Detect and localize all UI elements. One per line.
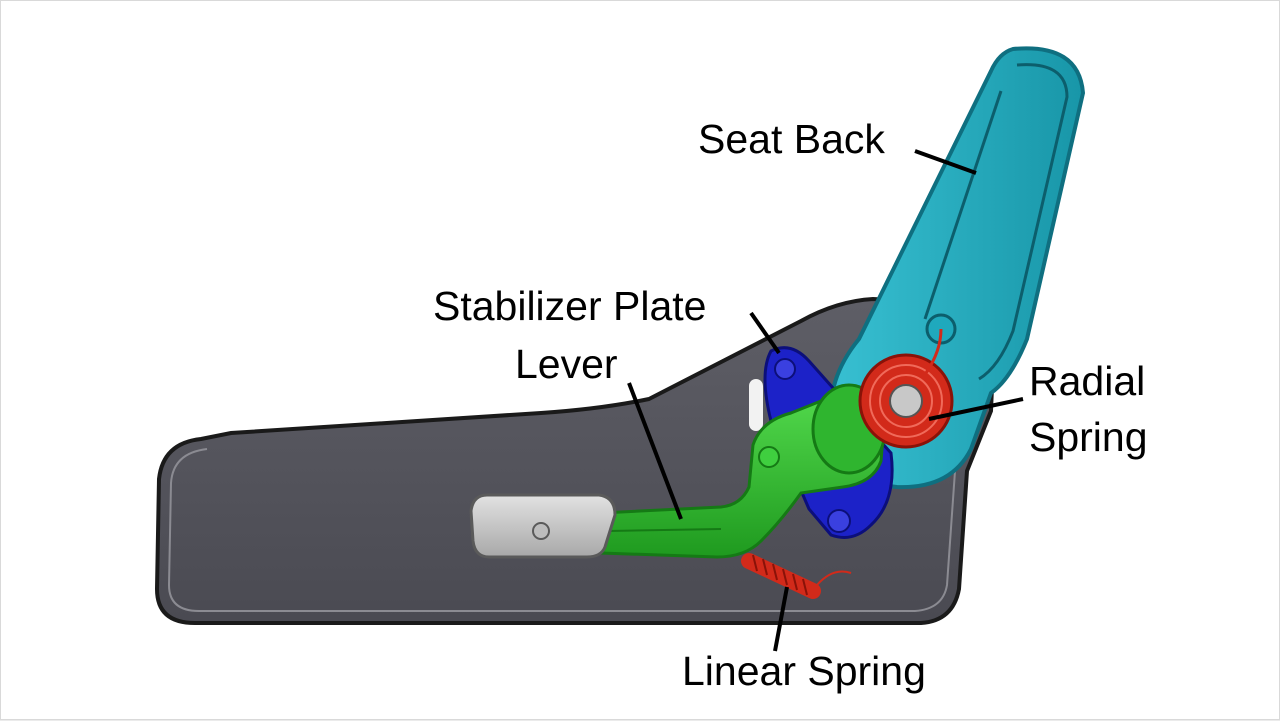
label-lever: Lever (515, 341, 618, 387)
leader-radial-spring (928, 397, 1024, 421)
leader-lever (627, 382, 683, 520)
label-radial-spring-line2: Spring (1029, 414, 1148, 460)
label-linear-spring: Linear Spring (682, 648, 926, 694)
guide-slot (749, 379, 763, 431)
label-seat-back: Seat Back (698, 116, 885, 162)
linear-spring (741, 553, 852, 599)
leader-stabilizer-plate (749, 311, 781, 355)
label-stabilizer-plate: Stabilizer Plate (433, 283, 707, 329)
label-radial-spring: Radial Spring (1029, 353, 1148, 465)
leader-seat-back (914, 149, 977, 175)
radial-spring (858, 328, 954, 449)
lever-handle (469, 493, 617, 559)
leader-linear-spring (773, 586, 789, 652)
label-radial-spring-line1: Radial (1029, 358, 1146, 404)
